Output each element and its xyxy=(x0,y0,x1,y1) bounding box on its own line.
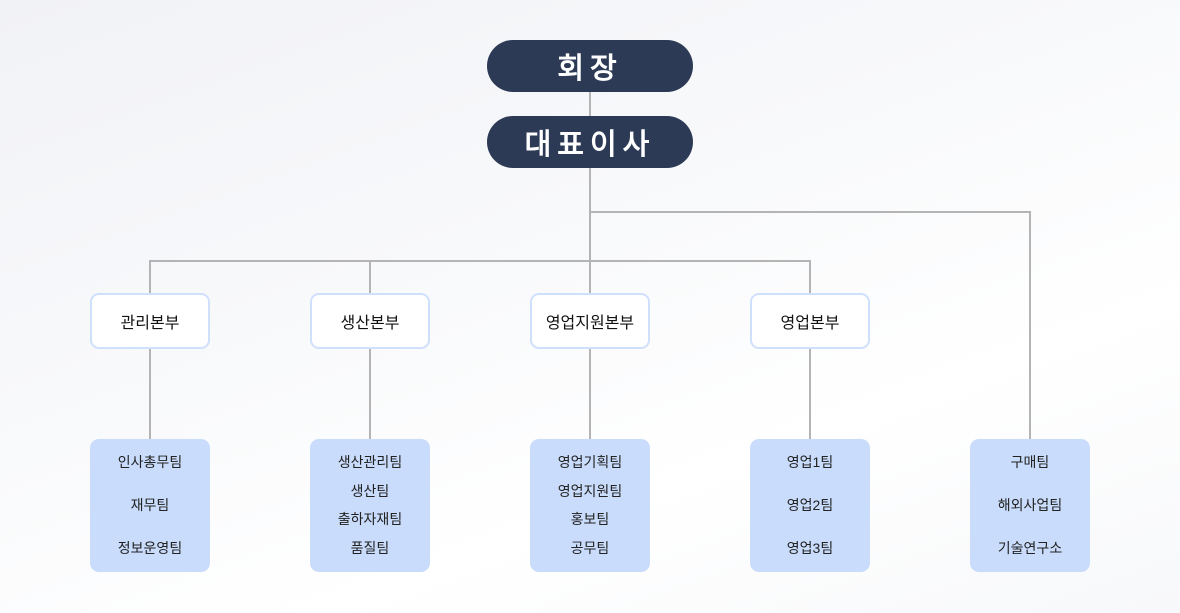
connector-line xyxy=(149,260,811,262)
connector-line xyxy=(149,349,151,439)
team-label: 품질팀 xyxy=(350,539,390,556)
connector-line xyxy=(589,349,591,439)
team-label: 정보운영팀 xyxy=(117,540,183,556)
team-label: 재무팀 xyxy=(130,497,170,513)
division-box: 영업본부 xyxy=(750,293,870,349)
team-label: 인사총무팀 xyxy=(117,454,183,470)
team-label: 기술연구소 xyxy=(997,540,1063,556)
team-label: 생산팀 xyxy=(350,482,390,499)
connector-line xyxy=(809,349,811,439)
team-label: 영업기획팀 xyxy=(557,454,623,470)
connector-line xyxy=(1029,211,1031,439)
team-label: 영업지원팀 xyxy=(557,482,623,499)
division-box: 생산본부 xyxy=(310,293,430,349)
division-label: 관리본부 xyxy=(120,315,180,332)
team-label: 영업1팀 xyxy=(786,454,834,470)
connector-line xyxy=(149,260,151,293)
connector-line xyxy=(369,349,371,439)
ceo-label: 대표이사 xyxy=(524,129,656,161)
direct-team-box: 구매팀 해외사업팀 기술연구소 xyxy=(970,439,1090,572)
team-label: 공무팀 xyxy=(570,539,610,556)
connector-line xyxy=(589,168,591,293)
team-box: 영업1팀 영업2팀 영업3팀 xyxy=(750,439,870,572)
chairman-box: 회장 xyxy=(487,40,693,92)
connector-line xyxy=(369,260,371,293)
team-label: 영업2팀 xyxy=(786,497,834,513)
team-box: 인사총무팀 재무팀 정보운영팀 xyxy=(90,439,210,572)
connector-line xyxy=(809,260,811,293)
team-label: 해외사업팀 xyxy=(997,497,1063,513)
team-label: 홍보팀 xyxy=(570,511,610,528)
division-box: 관리본부 xyxy=(90,293,210,349)
team-label: 출하자재팀 xyxy=(337,511,403,528)
ceo-box: 대표이사 xyxy=(487,116,693,168)
team-box: 생산관리팀 생산팀 출하자재팀 품질팀 xyxy=(310,439,430,572)
team-label: 영업3팀 xyxy=(786,540,834,556)
team-label: 생산관리팀 xyxy=(337,454,403,470)
team-label: 구매팀 xyxy=(1010,454,1050,470)
division-label: 영업지원본부 xyxy=(545,315,635,332)
division-box: 영업지원본부 xyxy=(530,293,650,349)
chairman-label: 회장 xyxy=(557,53,623,85)
division-label: 생산본부 xyxy=(340,315,400,332)
connector-line xyxy=(589,92,591,116)
connector-line xyxy=(589,211,1031,213)
division-label: 영업본부 xyxy=(780,315,840,332)
team-box: 영업기획팀 영업지원팀 홍보팀 공무팀 xyxy=(530,439,650,572)
